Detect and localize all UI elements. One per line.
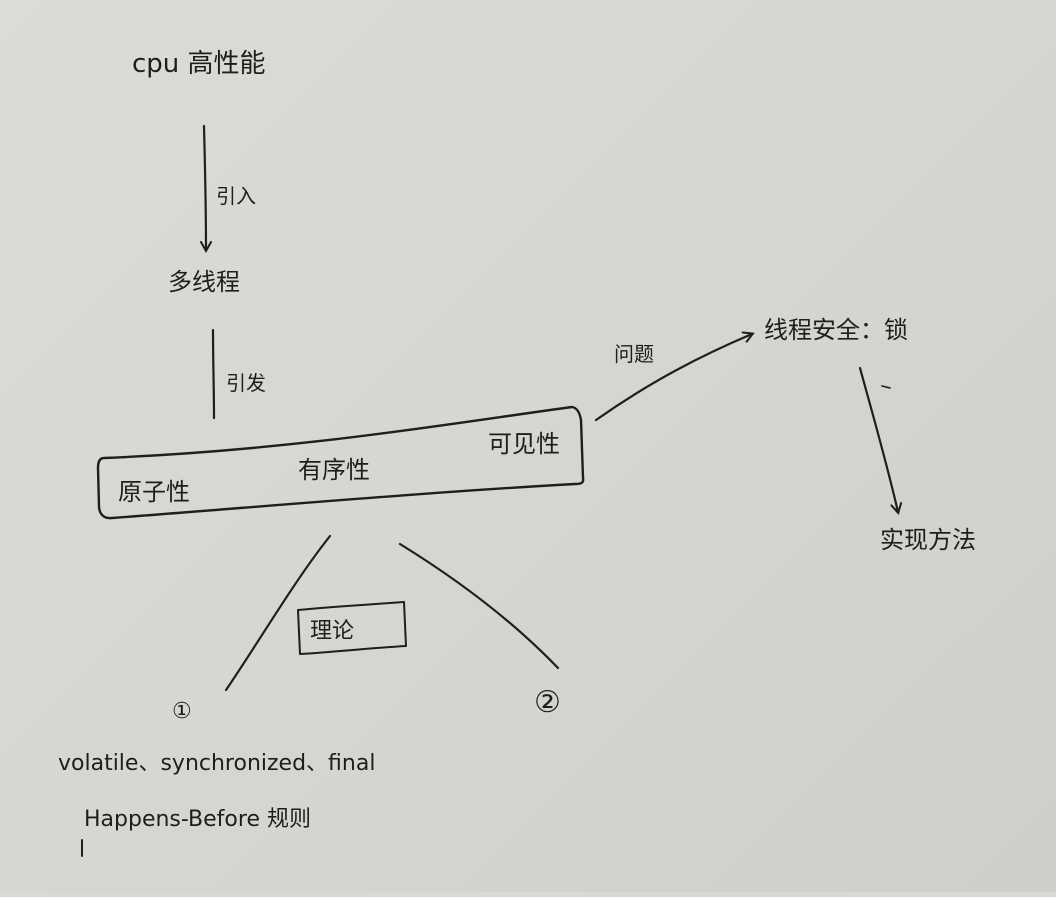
arrow-introduce	[204, 124, 206, 250]
item-2-marker: ②	[534, 685, 561, 720]
stray-mark	[881, 385, 891, 389]
branch-line-right	[398, 542, 560, 670]
node-cpu-performance: cpu 高性能	[132, 49, 266, 79]
item-1-marker: ①	[172, 699, 192, 724]
edge-label-introduce: 引入	[216, 184, 256, 208]
item-1-line1: volatile、synchronized、final	[58, 751, 375, 776]
branch-line-left	[224, 534, 332, 692]
node-thread-safety: 线程安全：锁	[764, 316, 908, 344]
arrow-problem	[594, 334, 752, 422]
edge-label-cause: 引发	[226, 371, 266, 395]
line-cause	[211, 328, 216, 420]
arrow-implementation	[858, 366, 898, 512]
node-theory: 理论	[310, 619, 354, 644]
properties-box	[96, 405, 585, 520]
node-multithreading: 多线程	[168, 268, 240, 296]
edge-label-problem: 问题	[614, 342, 654, 366]
node-atomicity: 原子性	[118, 478, 190, 506]
node-ordering: 有序性	[298, 456, 370, 484]
theory-box	[297, 601, 407, 655]
node-implementation: 实现方法	[880, 526, 976, 554]
item-1-line2: Happens-Before 规则	[84, 807, 311, 832]
node-visibility: 可见性	[488, 430, 560, 458]
